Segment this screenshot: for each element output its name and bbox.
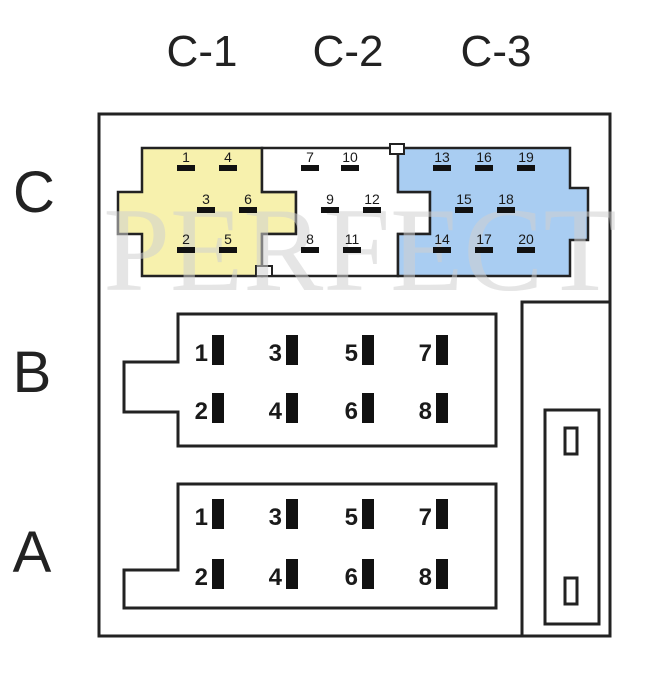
connector-a-pin-contact [436,499,448,529]
connector-b-pin-label: 6 [345,398,358,425]
c2-pin-label: 8 [306,231,314,247]
c1-pin-contact [219,165,237,171]
connector-b-pin-contact [212,335,224,365]
connector-a-pin-contact [362,559,374,589]
c3-pin-contact [497,207,515,213]
connector-a-pin-label: 3 [269,504,282,531]
connector-a-pin-group: 1 3 5 7 2 4 6 8 [195,499,448,591]
c3-pin-label: 17 [476,231,492,247]
c2-pin-contact [321,207,339,213]
c2-pin-label: 7 [306,149,314,165]
connector-b-pin-label: 7 [419,340,432,367]
c-key-tab-bottom [255,265,273,277]
c3-pin-label: 14 [434,231,450,247]
c1-pin-label: 4 [224,149,232,165]
connector-b-pin-label: 8 [419,398,432,425]
connector-b-pin-label: 2 [195,398,208,425]
connector-a-pin-label: 4 [269,564,283,591]
c1-pin-label: 2 [182,231,190,247]
c1-pin-contact [239,207,257,213]
connector-b-pin-label: 3 [269,340,282,367]
c1-pin-contact [219,247,237,253]
connector-a-pin-label: 2 [195,564,208,591]
c3-pin-label: 13 [434,149,450,165]
c2-pin-label: 9 [326,191,334,207]
c3-pin-label: 18 [498,191,514,207]
c3-pin-contact [433,165,451,171]
connector-b-outline [122,312,498,448]
c3-pin-contact [433,247,451,253]
c3-pin-contact [475,165,493,171]
c1-pin-label: 1 [182,149,190,165]
column-label-c2: C-2 [313,27,384,76]
connector-a-pin-contact [286,559,298,589]
connector-b-pin-group: 1 3 5 7 2 4 6 8 [195,335,448,425]
row-label-c: C [13,160,55,225]
c2-pin-contact [343,247,361,253]
connector-b-pin-contact [286,393,298,423]
side-socket-slot-bottom [563,576,579,606]
connector-b-pin-label: 4 [269,398,283,425]
c3-pin-contact [517,247,535,253]
column-label-c1: C-1 [167,27,238,76]
connector-b-pin-contact [362,335,374,365]
connector-a-pin-label: 6 [345,564,358,591]
c1-pin-group: 1 4 3 6 2 5 [177,149,257,253]
c1-pin-contact [177,247,195,253]
c3-pin-label: 20 [518,231,534,247]
connector-a-pin-contact [362,499,374,529]
c2-pin-contact [301,247,319,253]
c1-pin-contact [177,165,195,171]
c2-pin-label: 12 [364,191,380,207]
connector-b-pin-label: 5 [345,340,358,367]
c3-pin-contact [455,207,473,213]
c3-pin-label: 16 [476,149,492,165]
connector-b-pin-contact [212,393,224,423]
connector-a-pin-label: 7 [419,504,432,531]
c2-pin-contact [301,165,319,171]
connector-b-pin-contact [436,393,448,423]
row-label-a: A [13,520,52,585]
connector-b-pin-contact [362,393,374,423]
c1-pin-label: 5 [224,231,232,247]
connector-a-pin-contact [212,559,224,589]
c1-pin-label: 3 [202,191,210,207]
column-label-c3: C-3 [461,27,532,76]
c2-pin-contact [363,207,381,213]
c-key-tab-top [389,143,405,155]
c2-pin-label: 10 [342,149,358,165]
c2-pin-contact [341,165,359,171]
c2-pin-group: 7 10 9 12 8 11 [301,149,381,253]
connector-a-pin-contact [212,499,224,529]
c2-pin-label: 11 [345,231,360,247]
connector-a-pin-label: 8 [419,564,432,591]
c3-pin-group: 13 16 19 15 18 14 17 20 [433,149,535,253]
connector-b-pin-contact [286,335,298,365]
row-label-b: B [13,340,52,405]
connector-a-pin-label: 5 [345,504,358,531]
connector-a-pin-contact [436,559,448,589]
c3-pin-label: 15 [456,191,472,207]
c3-pin-contact [475,247,493,253]
c3-block [396,146,590,278]
c1-pin-contact [197,207,215,213]
c3-pin-contact [517,165,535,171]
connector-a-pin-contact [286,499,298,529]
c3-pin-label: 19 [518,149,534,165]
side-socket-slot-top [563,426,579,456]
connector-a-pin-label: 1 [195,504,208,531]
c1-pin-label: 6 [244,191,252,207]
connector-b-pin-label: 1 [195,340,208,367]
connector-b-pin-contact [436,335,448,365]
